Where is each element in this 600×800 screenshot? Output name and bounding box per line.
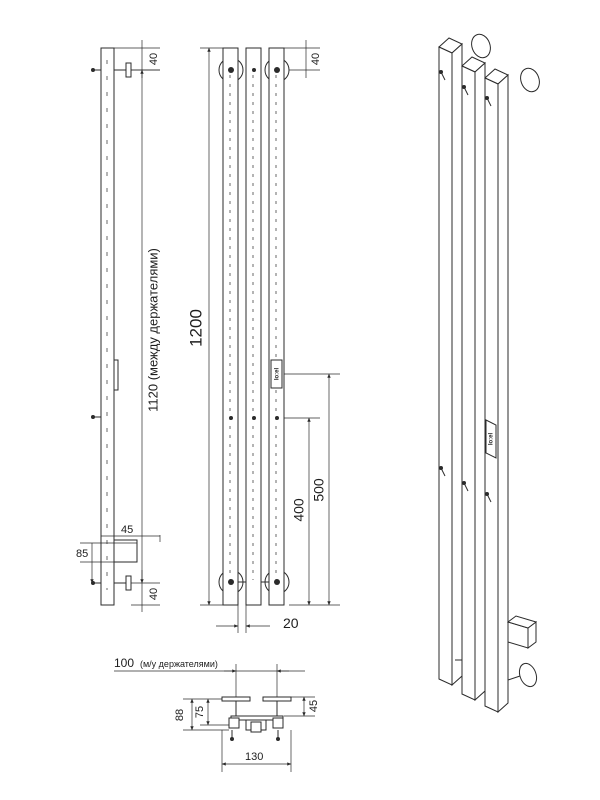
dim-between-holders: 1120 (между держателями) [145, 248, 160, 412]
logo-plate-front: lo:el [275, 368, 281, 381]
dim-w130: 130 [245, 751, 263, 763]
dim-h75: 75 [194, 706, 206, 718]
dim-top-40-side: 40 [148, 53, 160, 65]
dim-w45: 45 [121, 524, 133, 536]
dim-top-40-front: 40 [310, 53, 322, 65]
dim-total-1200: 1200 [186, 309, 205, 347]
side-view: 40 1120 (между держателями) 45 85 40 [76, 40, 160, 612]
dim-w20: 20 [283, 615, 299, 631]
isometric-view: lo:el [438, 33, 540, 714]
dim-top-100-note: (м/у держателями) [140, 659, 218, 669]
dim-h85: 85 [76, 548, 88, 560]
dim-top-100: 100 [114, 656, 134, 670]
front-view: lo:el 40 1200 500 400 20 [186, 40, 340, 633]
top-view: 100 (м/у держателями) 88 75 [114, 656, 320, 772]
dim-h88: 88 [174, 709, 186, 721]
logo-plate-iso: lo:el [489, 433, 495, 446]
dim-h500: 500 [311, 478, 327, 502]
dim-bottom-40-side: 40 [148, 588, 160, 600]
dim-h400: 400 [291, 498, 307, 522]
dim-h45: 45 [308, 700, 320, 712]
